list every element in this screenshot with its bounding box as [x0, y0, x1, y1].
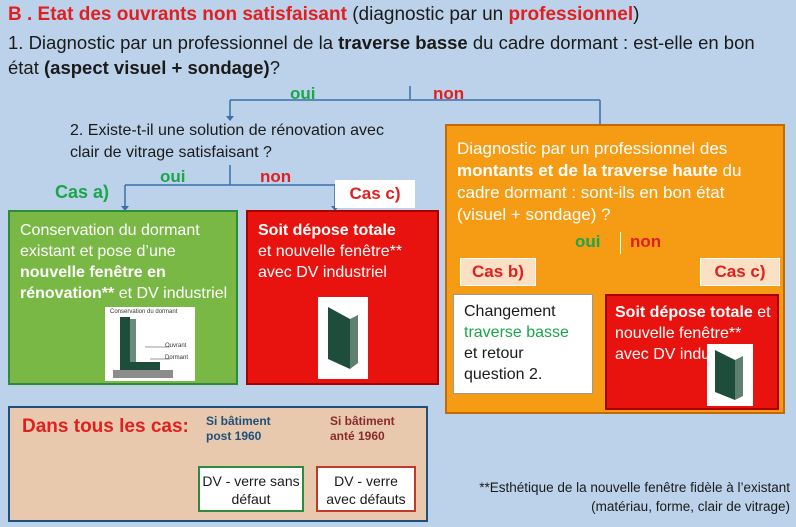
ante-1960-label: Si bâtiment anté 1960 [330, 414, 395, 443]
white-text-a: Changement [464, 303, 556, 320]
oui-non-divider [620, 232, 621, 254]
label-dormant: Dormant [165, 355, 189, 361]
oui-label-1: oui [290, 84, 316, 103]
oui-label-2: oui [160, 167, 186, 186]
dv-avec-defauts-box: DV - verre avec défauts [316, 466, 416, 512]
page-title: B . Etat des ouvrants non satisfaisant (… [8, 4, 639, 26]
cas-a-label: Cas a) [55, 182, 110, 202]
red2-text-a: Soit dépose totale [615, 304, 753, 321]
green-text-b: nouvelle fenêtre en rénovation** [20, 264, 166, 302]
oui-label-3: oui [575, 232, 601, 251]
green-box-cas-a: Conservation du dormant existant et pose… [8, 210, 238, 385]
q1-text-a: 1. Diagnostic par un professionnel de la [8, 32, 339, 53]
red-box-cas-c-2: Soit dépose totale et nouvelle fenêtre**… [605, 294, 779, 410]
green-text-a: Conservation du dormant existant et pose… [20, 222, 200, 260]
orange-text-a: Diagnostic par un professionnel des [457, 139, 728, 158]
image-caption: Conservation du dormant [110, 309, 178, 315]
window-profile-icon [328, 307, 358, 369]
orange-text-b: montants et de la traverse haute [457, 161, 718, 180]
green-text-c: et DV industriel [114, 285, 228, 302]
red1-text-a: Soit dépose totale [258, 222, 396, 239]
window-profile-icon [715, 350, 743, 400]
red-box-cas-c-1: Soit dépose totale et nouvelle fenêtre**… [246, 210, 439, 385]
red1-text-b: et nouvelle fenêtre** avec DV industriel [258, 243, 403, 281]
q1-text-d: (aspect visuel + sondage) [44, 57, 270, 78]
label-ouvrant: Ouvrant [165, 343, 187, 349]
green-box-text: Conservation du dormant existant et pose… [20, 220, 235, 304]
non-label-2: non [260, 167, 292, 186]
window-frame-image-1: Conservation du dormant Ouvrant Dormant [105, 307, 195, 381]
cas-c-tag-1: Cas c) [335, 180, 415, 208]
window-profile-icon [113, 317, 173, 378]
red-box-1-text: Soit dépose totale et nouvelle fenêtre**… [258, 220, 436, 283]
title-mid: (diagnostic par un [346, 4, 509, 25]
white-text-b: traverse basse [464, 324, 569, 341]
dv-sans-defaut-box: DV - verre sans défaut [198, 466, 304, 512]
footnote: **Esthétique de la nouvelle fenêtre fidè… [479, 480, 790, 514]
cas-b-tag: Cas b) [460, 258, 536, 286]
white-box-cas-b: Changement traverse basse et retour ques… [453, 294, 593, 394]
title-prefix: B . Etat des ouvrants non satisfaisant [8, 4, 347, 25]
orange-text-c: du cadre dormant : sont-ils en bon état … [457, 161, 742, 224]
title-pro: professionnel [508, 4, 634, 25]
question-1: 1. Diagnostic par un professionnel de la… [8, 30, 788, 80]
tan-box-tous-les-cas: Dans tous les cas: Si bâtiment post 1960… [8, 406, 428, 522]
window-frame-image-2 [318, 297, 368, 379]
question-2: 2. Existe-t-il une solution de rénovatio… [70, 122, 384, 161]
title-end: ) [633, 4, 640, 25]
non-label-1: non [433, 84, 465, 103]
tous-les-cas-label: Dans tous les cas: [22, 416, 189, 437]
post-1960-label: Si bâtiment post 1960 [206, 414, 271, 443]
q1-text-c: du cadre dormant : est-elle en bon état [8, 32, 755, 78]
white-text-c: et retour question 2. [464, 345, 543, 383]
non-label-3: non [630, 232, 662, 251]
cas-c-tag-2: Cas c) [700, 258, 780, 286]
q1-text-b: traverse basse [338, 32, 468, 53]
orange-box-text: Diagnostic par un professionnel des mont… [457, 138, 777, 226]
window-frame-image-3 [707, 344, 753, 406]
q1-text-e: ? [269, 57, 280, 78]
